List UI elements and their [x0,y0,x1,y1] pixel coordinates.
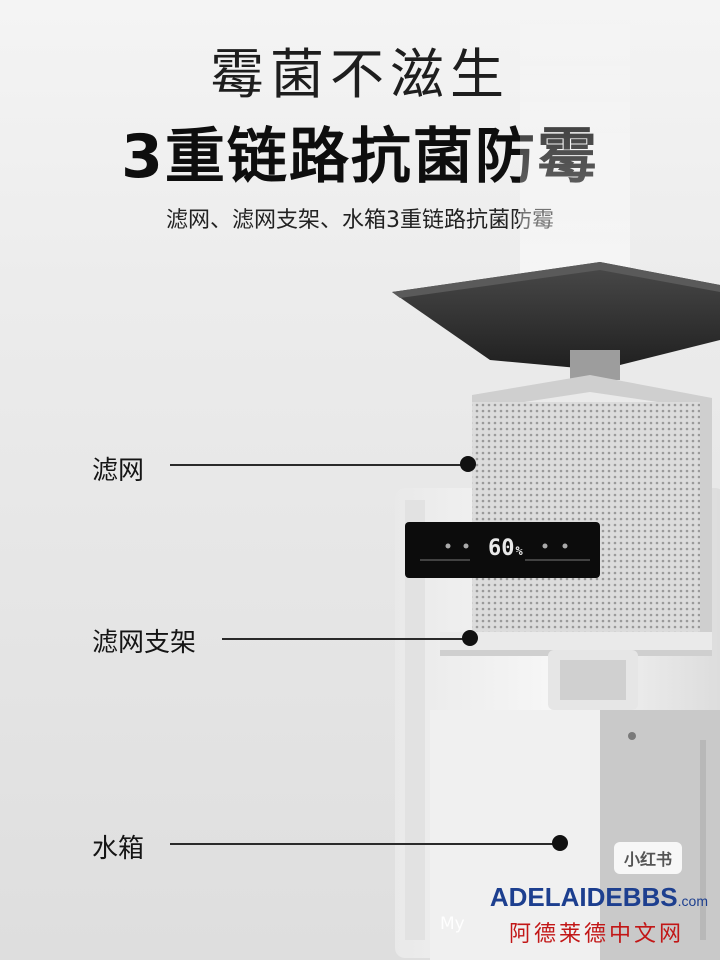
callout-line-filter-support [222,638,468,640]
watermark-subtitle: 阿德莱德中文网 [508,922,684,947]
display-panel [405,522,600,578]
display-readout: 60% [488,534,532,564]
callout-dot-filter [460,456,476,472]
headline: 霉菌不滋生 [210,43,510,106]
callout-label-filter-support: 滤网支架 [92,628,197,658]
callout-line-filter [170,464,468,466]
filter-mesh [472,402,712,638]
callout-line-water-tank [170,843,556,845]
watermark: 小红书 ADELAIDEBBS.com 阿德莱德中文网 [452,842,712,952]
filter-top [472,375,712,410]
humidity-value: 60 [488,536,515,561]
subheadline: 3重链路抗菌防霉 [121,122,599,192]
callout-label-filter: 滤网 [92,456,145,486]
humidity-unit: % [515,544,523,558]
callout-water-tank: 水箱 [92,828,144,865]
shell-inner-left [405,500,425,940]
watermark-brand: ADELAIDEBBS.com [490,882,708,913]
callout-label-water-tank: 水箱 [92,834,145,864]
filter-support [440,632,712,650]
lid-spout [570,350,620,380]
vapor-column [520,0,630,280]
filter-frame-right [700,402,712,638]
caption: 滤网、滤网支架、水箱3重链路抗菌防霉 [166,208,554,233]
callout-filter-support: 滤网支架 [92,622,196,659]
callout-filter: 滤网 [92,450,144,487]
watermark-brand-suffix: .com [677,893,708,909]
callout-dot-water-tank [552,835,568,851]
watermark-my: My [440,914,465,934]
watermark-badge: 小红书 [613,842,682,874]
lid-rim [392,262,720,298]
water-tank-face [430,710,600,960]
callout-dot-filter-support [462,630,478,646]
watermark-brand-name: ADELAIDEBBS [489,882,678,912]
lid [392,262,720,370]
